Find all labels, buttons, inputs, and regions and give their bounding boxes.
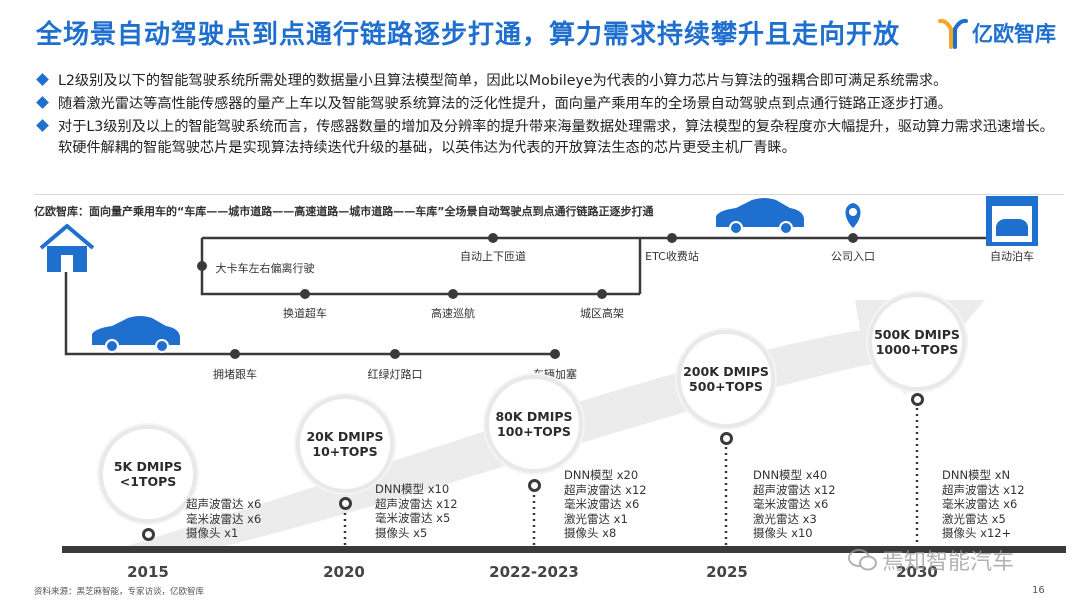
watermark: 焉知智能汽车: [848, 544, 1014, 576]
house-icon: [39, 224, 95, 272]
garage-icon: [986, 196, 1038, 246]
milestone-marker-icon: [720, 432, 733, 445]
bullet-list: L2级别及以下的智能驾驶系统所需处理的数据量小且算法模型简单，因此以Mobile…: [36, 71, 1061, 161]
route-label: ETC收费站: [645, 250, 699, 263]
route-label: 公司入口: [831, 250, 875, 263]
wechat-icon: [848, 549, 877, 571]
logo-mark-icon: [938, 18, 968, 49]
route-label: 红绿灯路口: [367, 368, 423, 381]
bullet-item: L2级别及以下的智能驾驶系统所需处理的数据量小且算法模型简单，因此以Mobile…: [36, 71, 1061, 92]
logo-text: 亿欧智库: [972, 22, 1056, 46]
route-label: 大卡车左右偏离行驶: [215, 262, 315, 275]
route-label: 自动上下匝道: [460, 250, 526, 263]
page-title: 全场景自动驾驶点到点通行链路逐步打通，算力需求持续攀升且走向开放: [36, 20, 901, 50]
location-pin-icon: [845, 203, 861, 228]
bullet-item: 随着激光雷达等高性能传感器的量产上车以及智能驾驶系统算法的泛化性提升，面向量产乘…: [36, 94, 1061, 115]
brand-logo: 亿欧智库: [938, 16, 1056, 50]
route-label: 换道超车: [283, 307, 327, 320]
milestone-marker-icon: [339, 497, 352, 510]
timeline-year: 2030: [896, 563, 938, 581]
route-path: [64, 236, 1012, 356]
page-number: 16: [1032, 585, 1045, 596]
milestone-marker-icon: [911, 393, 924, 406]
car-icon: [92, 316, 180, 353]
diagram-title: 亿欧智库：面向量产乘用车的“车库——城市道路——高速道路—城市道路——车库”全场…: [34, 205, 654, 218]
bullet-item: 对于L3级别及以上的智能驾驶系统而言，传感器数量的增加及分辨率的提升带来海量数据…: [36, 117, 1061, 159]
timeline-bar: [62, 546, 1066, 553]
timeline-dotted-connectors: [343, 408, 919, 545]
timeline-year: 2022-2023: [489, 563, 579, 581]
car-icon: [716, 198, 804, 235]
milestone-marker-icon: [142, 528, 155, 541]
route-label: 高速巡航: [431, 307, 475, 320]
divider: [34, 194, 1064, 195]
source-note: 资料来源：黑芝麻智能，专家访谈，亿欧智库: [34, 587, 205, 597]
route-label: 拥堵跟车: [213, 368, 257, 381]
route-label: 自动泊车: [990, 250, 1034, 263]
timeline-year: 2015: [127, 563, 169, 581]
compute-badge: 5K DMIPS<1TOPS: [99, 425, 197, 523]
timeline-year: 2020: [323, 563, 365, 581]
route-label: 城区高架: [580, 307, 624, 320]
milestone-marker-icon: [528, 479, 541, 492]
timeline-year: 2025: [706, 563, 748, 581]
